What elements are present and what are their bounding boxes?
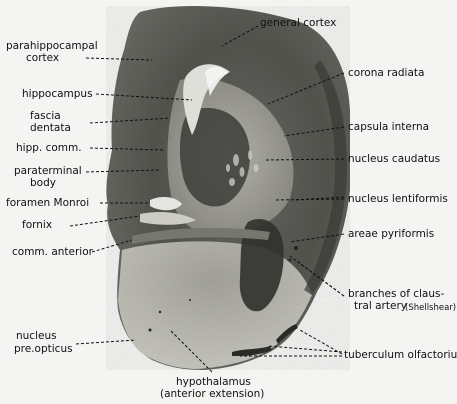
label-nucleus-preopticus-line2: pre.opticus — [14, 343, 73, 355]
label-fornix: fornix — [22, 219, 53, 231]
label-tuberculum-olfactorium: tuberculum olfactorium — [344, 349, 457, 361]
label-hipp-comm: hipp. comm. — [16, 142, 82, 154]
label-branches-line2: tral artery — [354, 300, 407, 312]
label-hypothalamus-line1: hypothalamus — [176, 376, 251, 388]
label-hippocampus: hippocampus — [22, 88, 93, 100]
label-parahippocampal-cortex-line1: parahippocampal — [6, 40, 98, 52]
label-fascia-dentata-line2: dentata — [30, 122, 71, 134]
label-paraterminal-body-line2: body — [30, 177, 56, 189]
label-corona-radiata: corona radiata — [348, 67, 425, 79]
label-capsula-interna: capsula interna — [348, 121, 430, 133]
label-hypothalamus-line2: (anterior extension) — [160, 388, 265, 400]
label-general-cortex: general cortex — [260, 17, 337, 29]
label-foramen-monroi: foramen Monroi — [6, 197, 90, 209]
label-comm-anterior: comm. anterior — [12, 246, 93, 258]
label-parahippocampal-cortex-line2: cortex — [26, 52, 60, 64]
label-nucleus-preopticus-line1: nucleus — [16, 330, 57, 342]
label-branches-line1: branches of claus- — [348, 288, 445, 300]
label-nucleus-caudatus: nucleus caudatus — [348, 153, 441, 165]
label-fascia-dentata-line1: fascia — [30, 110, 61, 122]
label-nucleus-lentiformis: nucleus lentiformis — [348, 193, 448, 205]
label-paraterminal-body-line1: paraterminal — [14, 165, 82, 177]
label-branches-line3: (Shellshear) — [405, 303, 457, 313]
label-areae-pyriformis: areae pyriformis — [348, 228, 435, 240]
